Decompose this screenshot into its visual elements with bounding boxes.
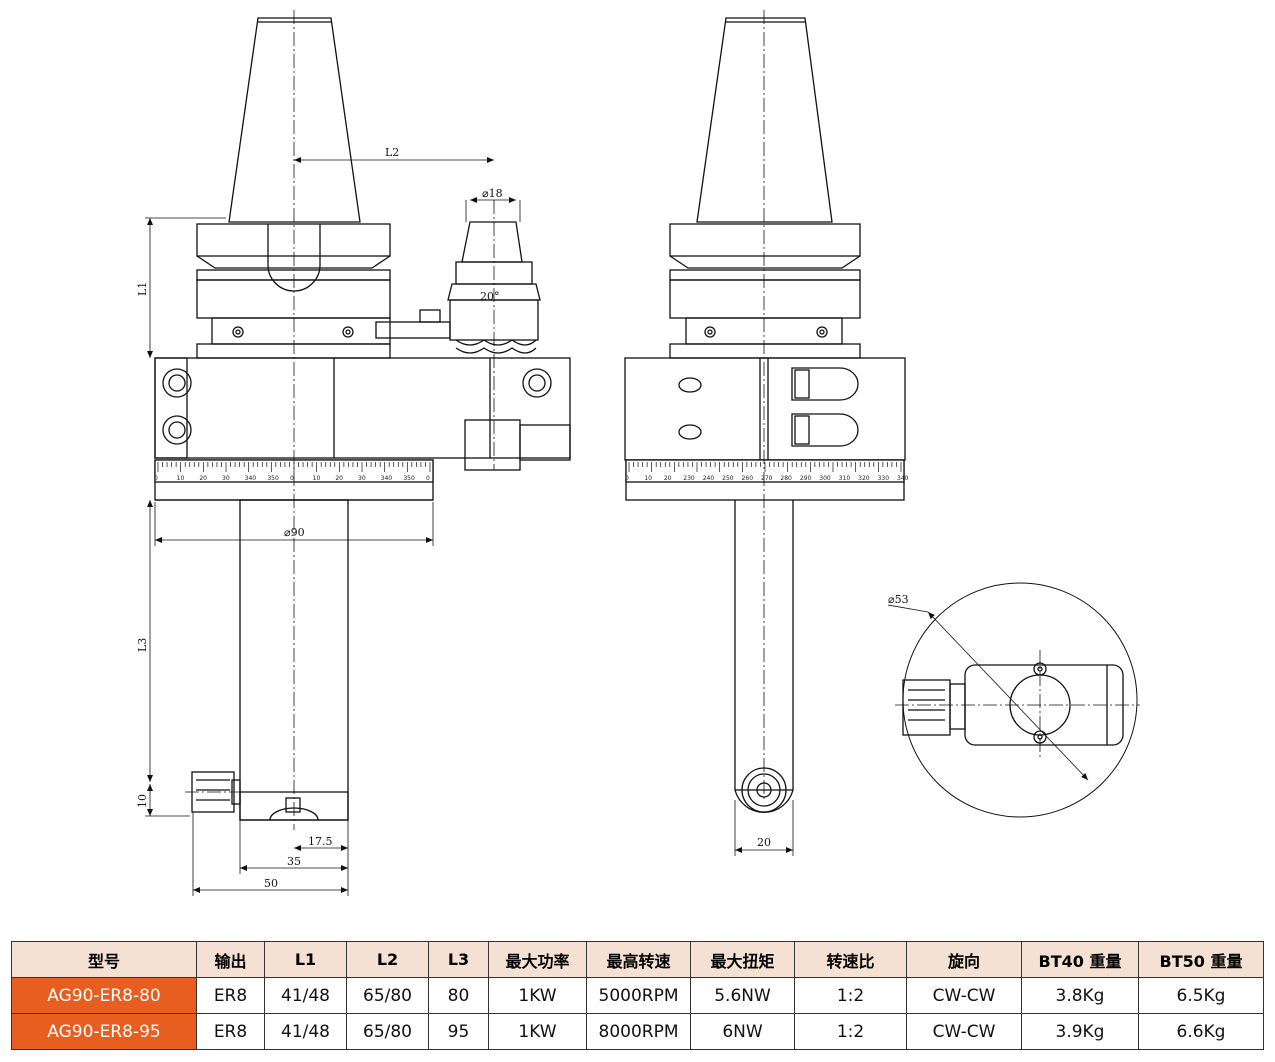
cell-max-speed: 5000RPM [586, 977, 691, 1014]
header-output: 输出 [196, 941, 265, 978]
header-rotation: 旋向 [906, 941, 1022, 978]
scale-label: 240 [703, 475, 715, 482]
dim-20: 20 [757, 836, 771, 849]
scale-label: 280 [780, 475, 792, 482]
cell-bt50-weight: 6.5Kg [1138, 977, 1264, 1014]
scale-label: 310 [839, 475, 851, 482]
cell-bt40-weight: 3.9Kg [1021, 1013, 1139, 1050]
header-l2: L2 [346, 941, 429, 978]
technical-drawing: 0 10 20 30 340 350 0 10 20 30 340 350 0 0 10 20 230 240 2… [136, 10, 1140, 896]
spec-table: 型号 输出 L1 L2 L3 最大功率 最高转速 最大扭矩 转速比 旋向 BT4… [11, 941, 1264, 1050]
cell-max-power: 1KW [488, 1013, 587, 1050]
scale-label: 10 [313, 475, 321, 482]
header-max-torque: 最大扭矩 [690, 941, 795, 978]
dim-dia53: ⌀53 [888, 593, 909, 606]
header-bt40-weight: BT40 重量 [1021, 941, 1139, 978]
scale-label: 340 [897, 475, 909, 482]
scale-label: 20 [335, 475, 343, 482]
scale-label: 20 [199, 475, 207, 482]
header-l1: L1 [264, 941, 347, 978]
dim-l1: L1 [136, 282, 149, 296]
cell-output: ER8 [196, 977, 265, 1014]
scale-label: 330 [878, 475, 890, 482]
table-row: AG90-ER8-95 ER8 41/48 65/80 95 1KW 8000R… [11, 1013, 1264, 1050]
cell-speed-ratio: 1:2 [794, 1013, 907, 1050]
header-max-speed: 最高转速 [586, 941, 691, 978]
cell-rotation: CW-CW [906, 977, 1022, 1014]
scale-label: 30 [222, 475, 230, 482]
header-speed-ratio: 转速比 [794, 941, 907, 978]
cell-l2: 65/80 [346, 977, 429, 1014]
scale-label: 260 [742, 475, 754, 482]
header-max-power: 最大功率 [488, 941, 587, 978]
cell-l1: 41/48 [264, 1013, 347, 1050]
cell-max-power: 1KW [488, 977, 587, 1014]
cell-model: AG90-ER8-80 [11, 977, 197, 1014]
cell-max-torque: 5.6NW [690, 977, 795, 1014]
left-view [154, 17, 571, 821]
table-header-row: 型号 输出 L1 L2 L3 最大功率 最高转速 最大扭矩 转速比 旋向 BT4… [11, 941, 1264, 978]
cell-max-torque: 6NW [690, 1013, 795, 1050]
cell-bt40-weight: 3.8Kg [1021, 977, 1139, 1014]
dim-dia18: ⌀18 [482, 187, 503, 200]
dim-l3: L3 [136, 638, 149, 652]
cell-max-speed: 8000RPM [586, 1013, 691, 1050]
header-l3: L3 [428, 941, 489, 978]
header-bt50-weight: BT50 重量 [1138, 941, 1264, 978]
scale-label: 320 [858, 475, 870, 482]
cell-model: AG90-ER8-95 [11, 1013, 197, 1050]
cell-l3: 95 [428, 1013, 489, 1050]
scale-label: 230 [683, 475, 695, 482]
dim-17-5: 17.5 [308, 835, 333, 848]
scale-label: 350 [403, 475, 415, 482]
cell-speed-ratio: 1:2 [794, 977, 907, 1014]
dim-l2: L2 [385, 146, 399, 159]
cell-l1: 41/48 [264, 977, 347, 1014]
scale-label: 0 [426, 475, 430, 482]
cell-bt50-weight: 6.6Kg [1138, 1013, 1264, 1050]
dim-angle20: 20° [480, 290, 500, 303]
table-row: AG90-ER8-80 ER8 41/48 65/80 80 1KW 5000R… [11, 977, 1264, 1014]
cell-output: ER8 [196, 1013, 265, 1050]
scale-label: 30 [358, 475, 366, 482]
scale-label: 10 [177, 475, 185, 482]
header-model: 型号 [11, 941, 197, 978]
dim-dia90: ⌀90 [284, 526, 305, 539]
scale-label: 290 [800, 475, 812, 482]
scale-label: 250 [722, 475, 734, 482]
scale-label: 340 [245, 475, 257, 482]
cell-l3: 80 [428, 977, 489, 1014]
right-view [624, 17, 906, 813]
dim-50: 50 [264, 877, 278, 890]
cell-rotation: CW-CW [906, 1013, 1022, 1050]
scale-label: 350 [267, 475, 279, 482]
dim-35: 35 [287, 855, 301, 868]
cell-l2: 65/80 [346, 1013, 429, 1050]
dim-10: 10 [136, 794, 149, 808]
scale-label: 20 [664, 475, 672, 482]
scale-label: 340 [381, 475, 393, 482]
section-view [902, 582, 1138, 818]
scale-label: 0 [154, 475, 158, 482]
scale-label: 0 [290, 475, 294, 482]
scale-label: 10 [644, 475, 652, 482]
scale-label: 270 [761, 475, 773, 482]
scale-label: 0 [625, 475, 629, 482]
scale-label: 300 [819, 475, 831, 482]
